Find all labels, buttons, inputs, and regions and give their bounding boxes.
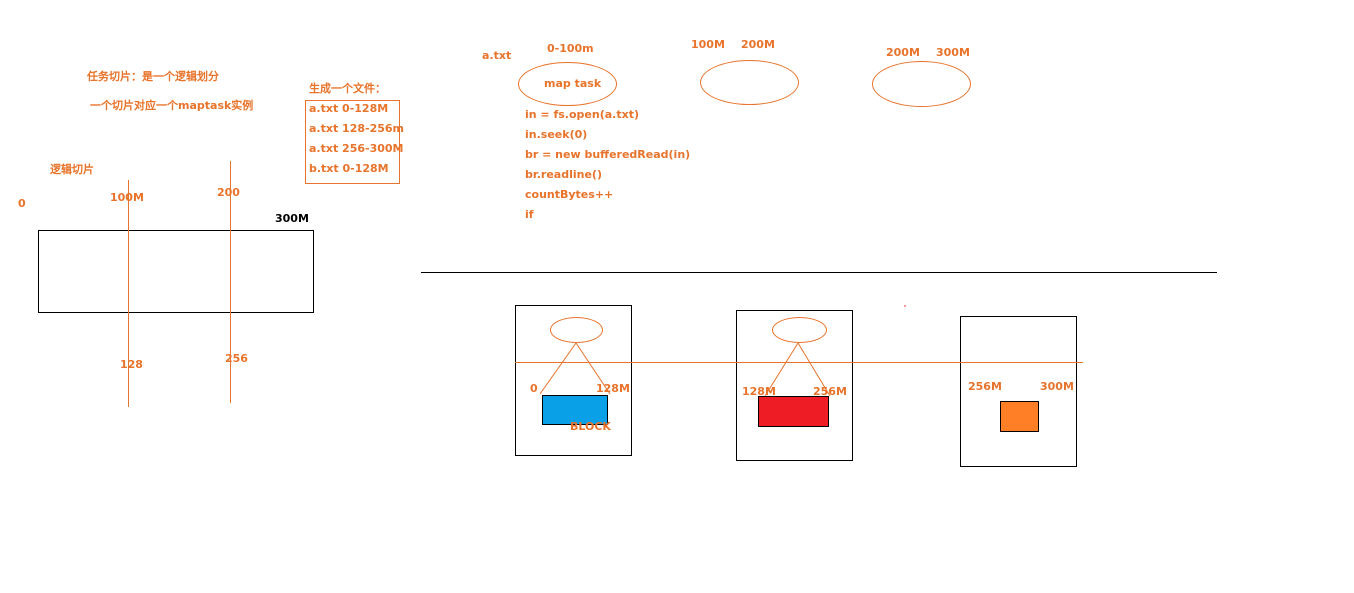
node-box-2 [736,310,853,461]
code-line: in = fs.open(a.txt) [525,108,639,121]
left-label-100m: 100M [110,191,144,204]
left-label-200: 200 [217,186,240,199]
range-200m: 200M [741,38,775,51]
node-box-3 [960,316,1077,467]
block1-caption: BLOCK [570,420,611,433]
files-heading: 生成一个文件： [309,82,386,95]
split-line-left-2 [764,342,799,397]
map-task-ellipse: map task [518,62,617,106]
block1-start: 0 [530,382,538,395]
code-line: in.seek(0) [525,128,588,141]
file-row: a.txt 0-128M [309,102,389,115]
logical-split-label: 逻辑切片 [50,163,94,176]
code-line: br.readline() [525,168,602,181]
split-line-256 [230,161,231,403]
node-box-1 [515,305,632,456]
block2-start: 128M [742,385,776,398]
block3-end: 300M [1040,380,1074,393]
split-line-left-1 [539,342,577,395]
block-3 [1000,401,1039,432]
file-row: a.txt 128-256m [309,122,404,135]
map-task-ellipse-3 [872,61,971,107]
map-task-ellipse-2 [700,60,799,105]
map-task-ellipse-small-2 [772,317,827,343]
block3-start: 256M [968,380,1002,393]
split-line-right-1 [575,342,611,395]
left-label-300m: 300M [275,212,309,225]
file-row: b.txt 0-128M [309,162,389,175]
stray-dot [904,305,906,307]
left-label-256: 256 [225,352,248,365]
files-list: a.txt 0-128M a.txt 128-256m a.txt 256-30… [305,100,404,184]
block-2 [758,396,829,427]
range-100m: 100M [691,38,725,51]
range-300m: 300M [936,46,970,59]
split-line-right-2 [797,342,831,397]
block-boundary-line [515,362,1083,363]
code-line: br = new bufferedRead(in) [525,148,691,161]
file-row: a.txt 256-300M [309,142,404,155]
block1-end: 128M [596,382,630,395]
section-divider [421,272,1217,273]
file-name-label: a.txt [482,49,512,62]
code-line: if [525,208,534,221]
file-bar [38,230,314,313]
range-0-100m: 0-100m [547,42,594,55]
left-label-128: 128 [120,358,143,371]
split-line-128 [128,180,129,407]
range-200m-b: 200M [886,46,920,59]
code-line: countBytes++ [525,188,614,201]
block-1 [542,395,608,425]
left-label-0: 0 [18,197,26,210]
map-task-label: map task [544,77,602,90]
block2-end: 256M [813,385,847,398]
map-task-ellipse-small-1 [550,317,603,343]
task-split-note: 任务切片：是一个逻辑划分 [87,70,219,83]
split-per-maptask-note: 一个切片对应一个maptask实例 [90,99,254,112]
